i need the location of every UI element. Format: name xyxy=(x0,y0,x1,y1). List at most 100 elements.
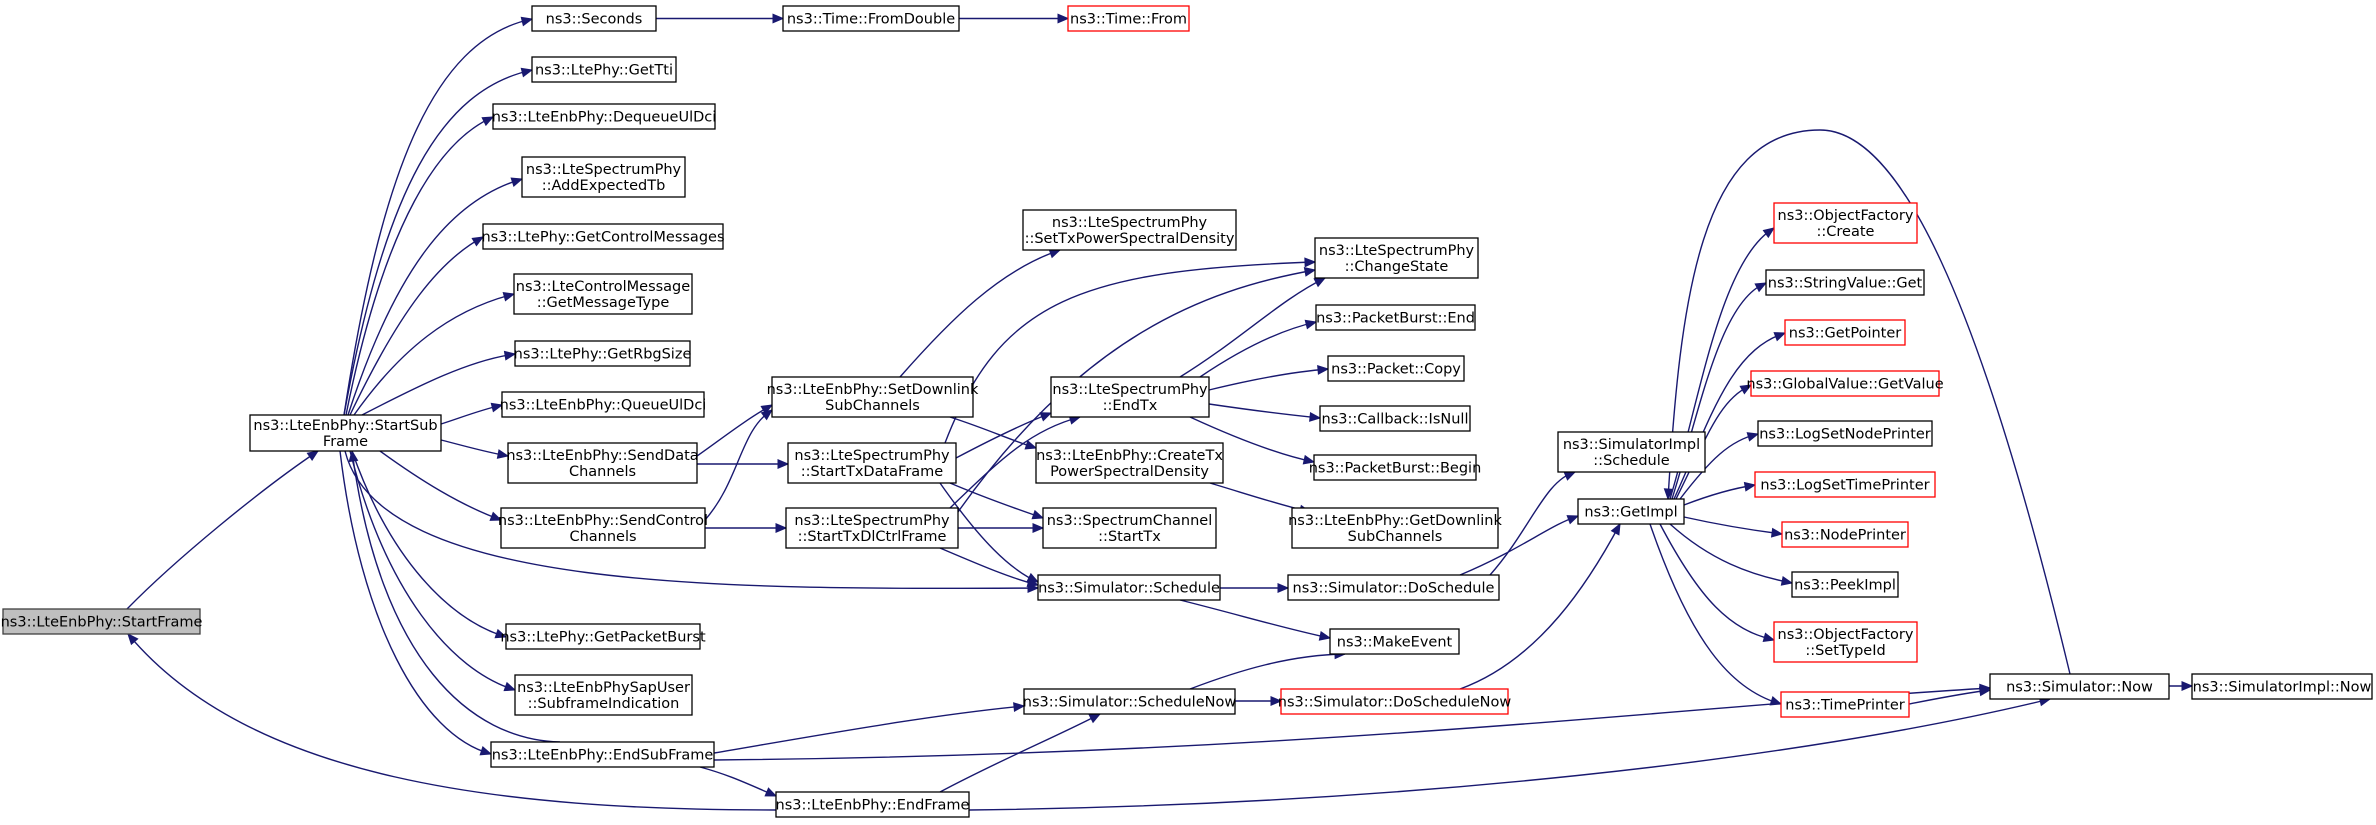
node-label: ::EndTx xyxy=(1103,398,1158,414)
node-starttxdlctrlframe[interactable]: ns3::LteSpectrumPhy::StartTxDlCtrlFrame xyxy=(785,507,959,549)
node-getrbgsize[interactable]: ns3::LtePhy::GetRbgSize xyxy=(514,340,692,367)
edge-simdoschedulenow-to-getimpl xyxy=(1459,522,1621,690)
node-box xyxy=(521,156,686,198)
edge-getimpl-to-peekimpl xyxy=(1669,523,1794,586)
node-makeevent[interactable]: ns3::MakeEvent xyxy=(1329,628,1460,655)
node-box xyxy=(782,5,960,32)
arrowhead-icon xyxy=(1304,319,1318,330)
node-endframe[interactable]: ns3::LteEnbPhy::EndFrame xyxy=(775,791,970,818)
node-globalvaluegetvalue[interactable]: ns3::GlobalValue::GetValue xyxy=(1746,370,1944,397)
node-label: ns3::LteControlMessage xyxy=(516,279,690,295)
node-label: Frame xyxy=(323,434,368,450)
node-simdoschedule[interactable]: ns3::Simulator::DoSchedule xyxy=(1287,574,1500,601)
node-simschedulenow[interactable]: ns3::Simulator::ScheduleNow xyxy=(1023,688,1237,715)
node-changestate[interactable]: ns3::LteSpectrumPhy::ChangeState xyxy=(1314,237,1479,279)
node-box xyxy=(2,608,201,635)
edge-line xyxy=(968,698,2051,811)
node-box xyxy=(1773,202,1918,244)
node-packetcopy[interactable]: ns3::Packet::Copy xyxy=(1327,355,1465,382)
arrowhead-icon xyxy=(1302,454,1316,465)
node-simimplschedule[interactable]: ns3::SimulatorImpl::Schedule xyxy=(1557,431,1706,473)
node-label: ns3::SpectrumChannel xyxy=(1047,513,1213,529)
edge-startsubframe-to-gettti xyxy=(343,67,534,416)
edge-line xyxy=(343,18,533,416)
node-dequeueuldci[interactable]: ns3::LteEnbPhy::DequeueUlDci xyxy=(492,103,717,130)
edge-endframe-to-simschedulenow xyxy=(939,713,1102,793)
node-objfactorysettypeid[interactable]: ns3::ObjectFactory::SetTypeId xyxy=(1773,621,1918,663)
node-gettti[interactable]: ns3::LtePhy::GetTti xyxy=(531,56,677,83)
node-label: ns3::GetPointer xyxy=(1789,326,1902,342)
node-nodeprinter[interactable]: ns3::NodePrinter xyxy=(1781,521,1909,548)
node-box xyxy=(505,623,701,650)
node-pbend[interactable]: ns3::PacketBurst::End xyxy=(1315,304,1476,331)
node-label: ns3::Simulator::DoSchedule xyxy=(1293,581,1495,597)
arrowhead-icon xyxy=(1746,432,1760,442)
edge-simschedulenow-to-simdoschedulenow xyxy=(1235,696,1283,706)
node-pbbegin[interactable]: ns3::PacketBurst::Begin xyxy=(1309,454,1482,481)
node-callbackisnull[interactable]: ns3::Callback::IsNull xyxy=(1319,405,1471,432)
node-spectrumchannelstarttx[interactable]: ns3::SpectrumChannel::StartTx xyxy=(1042,507,1217,549)
node-logsetnodeprinter[interactable]: ns3::LogSetNodePrinter xyxy=(1757,420,1933,447)
node-box xyxy=(1757,420,1933,447)
node-box xyxy=(1022,209,1237,251)
node-startframe[interactable]: ns3::LteEnbPhy::StartFrame xyxy=(1,608,203,635)
node-label: ns3::LteSpectrumPhy xyxy=(526,162,682,178)
node-label: ns3::LogSetTimePrinter xyxy=(1760,478,1929,494)
node-label: ns3::ObjectFactory xyxy=(1778,627,1914,643)
node-box xyxy=(482,223,724,250)
arrowhead-icon xyxy=(1057,13,1070,24)
node-objfactorycreate[interactable]: ns3::ObjectFactory::Create xyxy=(1773,202,1918,244)
node-queueuldci[interactable]: ns3::LteEnbPhy::QueueUlDci xyxy=(500,391,707,418)
node-box xyxy=(1291,507,1499,549)
node-stringvalueget[interactable]: ns3::StringValue::Get xyxy=(1765,269,1925,296)
arrowhead-icon xyxy=(1270,696,1283,706)
node-box xyxy=(1773,621,1918,663)
node-box xyxy=(1989,673,2170,700)
node-simimplnow[interactable]: ns3::SimulatorImpl::Now xyxy=(2191,673,2373,700)
node-starttxdataframe[interactable]: ns3::LteSpectrumPhy::StartTxDataFrame xyxy=(787,442,957,484)
node-timefrom[interactable]: ns3::Time::From xyxy=(1067,5,1190,32)
node-createtxpsd[interactable]: ns3::LteEnbPhy::CreateTxPowerSpectralDen… xyxy=(1035,442,1224,484)
node-label: ns3::Seconds xyxy=(546,12,643,28)
node-simdoschedulenow[interactable]: ns3::Simulator::DoScheduleNow xyxy=(1278,688,1512,715)
edge-line xyxy=(1199,321,1317,378)
node-getmessagetype[interactable]: ns3::LteControlMessage::GetMessageType xyxy=(513,273,693,315)
node-label: ns3::TimePrinter xyxy=(1785,698,1905,714)
node-seconds[interactable]: ns3::Seconds xyxy=(531,5,657,32)
arrowhead-icon xyxy=(1754,282,1768,293)
node-label: ::AddExpectedTb xyxy=(542,178,666,194)
node-getimpl[interactable]: ns3::GetImpl xyxy=(1577,498,1685,525)
node-getpacketburst[interactable]: ns3::LtePhy::GetPacketBurst xyxy=(500,623,706,650)
node-settxpsd[interactable]: ns3::LteSpectrumPhy::SetTxPowerSpectralD… xyxy=(1022,209,1237,251)
node-subframeindication[interactable]: ns3::LteEnbPhySapUser::SubframeIndicatio… xyxy=(514,674,693,716)
node-addexpectedtb[interactable]: ns3::LteSpectrumPhy::AddExpectedTb xyxy=(521,156,686,198)
node-label: ::StartTxDlCtrlFrame xyxy=(798,529,947,545)
arrowhead-icon xyxy=(1031,509,1045,520)
node-getpointer[interactable]: ns3::GetPointer xyxy=(1784,319,1906,346)
node-endtx[interactable]: ns3::LteSpectrumPhy::EndTx xyxy=(1050,376,1210,418)
node-endsubframe[interactable]: ns3::LteEnbPhy::EndSubFrame xyxy=(490,741,715,768)
node-peekimpl[interactable]: ns3::PeekImpl xyxy=(1791,571,1899,598)
node-fromdouble[interactable]: ns3::Time::FromDouble xyxy=(782,5,960,32)
node-timeprinter[interactable]: ns3::TimePrinter xyxy=(1780,691,1910,718)
edge-line xyxy=(1189,653,1346,690)
node-box xyxy=(1329,628,1460,655)
node-simnow[interactable]: ns3::Simulator::Now xyxy=(1989,673,2170,700)
node-box xyxy=(1750,370,1940,397)
node-simschedule[interactable]: ns3::Simulator::Schedule xyxy=(1037,574,1221,601)
edge-line xyxy=(339,450,492,755)
node-logsettimeprinter[interactable]: ns3::LogSetTimePrinter xyxy=(1754,471,1936,498)
arrowhead-icon xyxy=(1566,515,1580,525)
edge-line xyxy=(699,766,777,797)
edge-startsubframe-to-getrbgsize xyxy=(361,350,517,416)
arrowhead-icon xyxy=(1773,332,1787,342)
node-getcontrolmessages[interactable]: ns3::LtePhy::GetControlMessages xyxy=(481,223,725,250)
arrowhead-icon xyxy=(1277,583,1290,593)
arrowhead-icon xyxy=(520,67,534,78)
